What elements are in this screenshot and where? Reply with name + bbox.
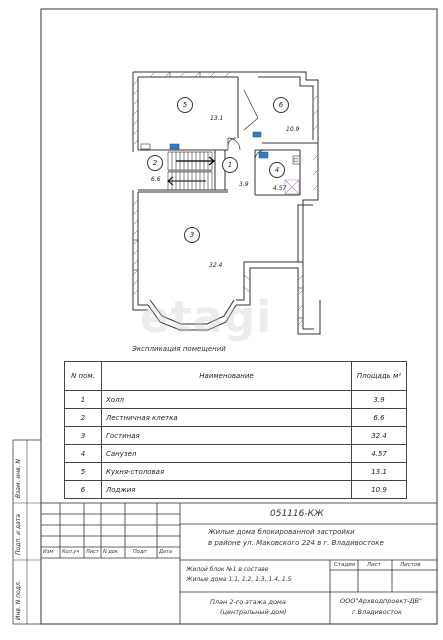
col-data: Дата: [159, 549, 172, 555]
plan-line2: (центральный дом): [220, 608, 287, 616]
object-line2: Жилые дома 1.1, 1.2, 1.3, 1.4, 1.5: [186, 576, 292, 583]
cell-area: 3.9: [351, 390, 407, 409]
room-area: 32.4: [209, 262, 223, 269]
room-number: 6: [273, 97, 289, 113]
room-area: 6.6: [151, 176, 161, 183]
room-number: 5: [177, 97, 193, 113]
col-list: Лист: [86, 549, 99, 555]
room-number: 4: [269, 162, 285, 178]
sheets-label: Листов: [400, 562, 421, 568]
room-number: 3: [184, 227, 200, 243]
table-row: 6 Лоджия 10.9: [64, 480, 407, 499]
project-title-line2: в районе ул. Маковского 224 в г. Владиво…: [208, 539, 384, 547]
project-title-line1: Жилые дома блокированной застройки: [208, 528, 355, 536]
watermark: etagi: [140, 292, 273, 343]
room-number: 1: [222, 157, 238, 173]
col-podp: Подп: [133, 549, 147, 555]
header-area: Площадь м²: [351, 361, 407, 391]
side-label-vzam: Взам. инв. N: [15, 459, 22, 498]
col-izm: Изм: [43, 549, 54, 555]
table-row: 5 Кухня-столовая 13.1: [64, 462, 407, 481]
cell-area: 10.9: [351, 480, 407, 499]
table-header-row: N пом. Наименование Площадь м²: [64, 361, 407, 391]
room-area: 4.57: [273, 185, 287, 192]
col-ndok: N док: [103, 549, 118, 555]
sheet-label: Лист: [367, 562, 381, 568]
object-line1: Жилой блок №1 в составе: [186, 566, 269, 573]
explication-caption: Экспликация помещений: [132, 345, 226, 353]
org-line1: ООО"Архводпроект-ДВ": [340, 597, 422, 605]
header-name: Наименование: [101, 361, 352, 391]
plan-line1: План 2-го этажа дома: [210, 598, 286, 606]
room-area: 10.9: [286, 126, 300, 133]
stage-label: Стадия: [334, 562, 356, 568]
col-koluch: Кол.уч: [62, 549, 80, 555]
side-label-podp: Подп. и дата: [15, 514, 22, 555]
org-line2: г.Владивосток: [352, 608, 402, 616]
table-row: 1 Холл 3.9: [64, 390, 407, 409]
room-area: 13.1: [210, 115, 224, 122]
side-label-inv: Инв. N подл.: [15, 580, 22, 620]
room-area: 3.9: [239, 181, 249, 188]
table-row: 2 Лестничная клетка 6.6: [64, 408, 407, 427]
room-number: 2: [147, 155, 163, 171]
explication-table: N пом. Наименование Площадь м² 1 Холл 3.…: [64, 361, 407, 499]
project-code: 051116-КЖ: [270, 509, 324, 519]
